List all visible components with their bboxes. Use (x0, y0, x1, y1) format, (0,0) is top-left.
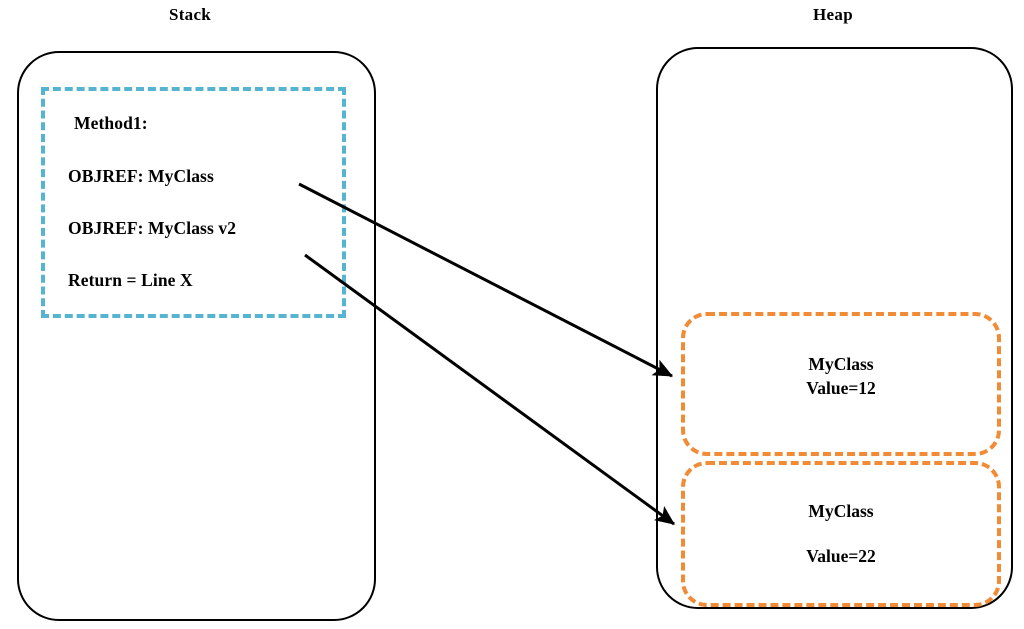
heap-object-box-1 (681, 312, 1001, 456)
heap-object-1-class-name: MyClass (808, 354, 874, 374)
stack-frame-return-line: Return = Line X (68, 270, 193, 290)
stack-title: Stack (168, 5, 212, 24)
heap-object-2-class-name: MyClass (808, 501, 874, 521)
heap-object-1-value: Value=12 (806, 378, 876, 398)
heap-title: Heap (813, 5, 853, 24)
stack-frame-method-label: Method1: (74, 113, 148, 133)
stack-frame-objref-1: OBJREF: MyClass (68, 166, 214, 186)
stack-frame-objref-2: OBJREF: MyClass v2 (68, 218, 237, 238)
heap-object-2-value: Value=22 (806, 546, 876, 566)
heap-object-box-2 (681, 461, 1001, 607)
